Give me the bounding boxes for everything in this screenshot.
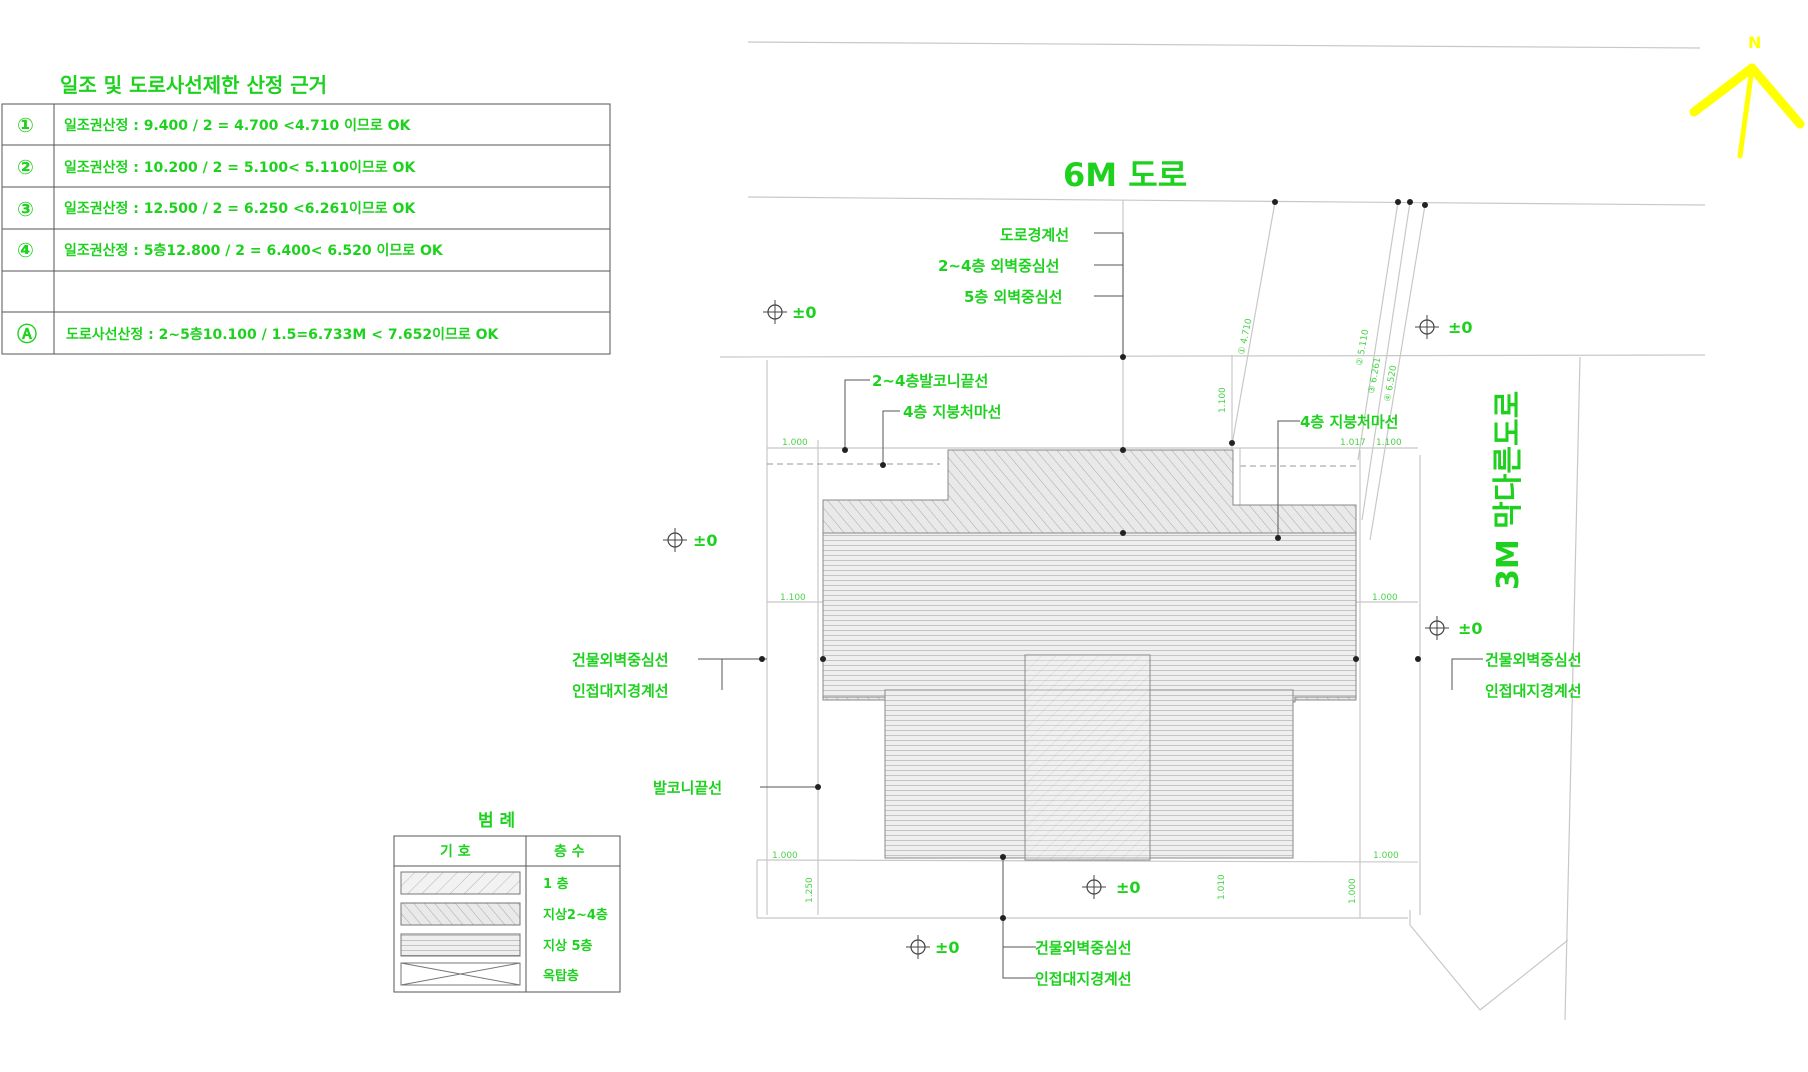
dim-9: 1.000 <box>1348 878 1358 904</box>
legend-swatch-floor-1 <box>400 871 521 895</box>
calc-table: ① 일조권산정 : 9.400 / 2 = 4.700 <4.710 이므로 O… <box>1 103 611 355</box>
level-1-text: ±0 <box>792 303 817 322</box>
dim-11: 1.017 <box>1340 438 1366 448</box>
label-adjacent-left: 인접대지경계선 <box>572 682 669 700</box>
level-marker-5: ±0 <box>1082 875 1141 899</box>
calc-row-3-text: 일조권산정 : 12.500 / 2 = 6.250 <6.261이므로 OK <box>64 200 416 217</box>
building-footprint <box>822 449 1357 861</box>
calc-row-4-text: 일조권산정 : 5층12.800 / 2 = 6.400< 6.520 이므로 … <box>64 242 444 259</box>
rooftop-area <box>1024 654 1151 861</box>
label-adjacent-bottom: 인접대지경계선 <box>1035 970 1132 988</box>
dim-1: 1.000 <box>782 438 808 448</box>
label-roof-4-left: 4층 지붕처마선 <box>903 403 1001 421</box>
label-adjacent-right: 인접대지경계선 <box>1485 682 1582 700</box>
road-east-label: 3M 막다른도로 <box>1491 391 1526 590</box>
legend-col-floor: 층 수 <box>554 844 585 860</box>
level-2-text: ±0 <box>1448 318 1473 337</box>
level-6-text: ±0 <box>935 938 960 957</box>
north-arrow-icon: N <box>1689 33 1805 159</box>
label-road-boundary: 도로경계선 <box>1000 226 1069 244</box>
calc-row-6-text: 도로사선산정 : 2~5층10.100 / 1.5=6.733M < 7.652… <box>66 326 500 343</box>
label-wall-center-right: 건물외벽중심선 <box>1485 651 1582 669</box>
label-wall-5: 5층 외벽중심선 <box>964 288 1062 306</box>
legend-col-symbol: 기 호 <box>440 844 471 860</box>
slope-3: ③ 6.261 <box>1367 357 1383 395</box>
dim-8: 1.010 <box>1217 874 1227 900</box>
label-roof-4-right: 4층 지붕처마선 <box>1300 413 1398 431</box>
road-north-label: 6M 도로 <box>1063 156 1187 194</box>
dim-10: 1.100 <box>1218 387 1228 413</box>
calc-row-4-no: ④ <box>17 238 34 262</box>
legend-row-1: 1 층 <box>543 876 569 892</box>
label-wall-2-4: 2~4층 외벽중심선 <box>938 257 1059 275</box>
dim-7: 1.250 <box>805 877 815 903</box>
dim-2: 1.100 <box>1376 438 1402 448</box>
label-balcony-end: 발코니끝선 <box>653 779 722 797</box>
level-marker-4: ±0 <box>1425 616 1483 640</box>
site-boundary <box>756 200 1426 919</box>
road-lines <box>719 41 1706 1021</box>
slope-4: ④ 6.520 <box>1383 364 1399 402</box>
calc-row-3-no: ③ <box>17 197 34 221</box>
legend-swatch-floor-2-4 <box>400 902 521 926</box>
level-3-text: ±0 <box>693 531 718 550</box>
label-wall-center-bottom: 건물외벽중심선 <box>1035 939 1132 957</box>
legend-row-3: 지상 5층 <box>543 938 592 954</box>
slope-2: ② 5.110 <box>1355 328 1371 366</box>
floor-5-area <box>822 532 1357 703</box>
legend-row-4: 옥탑층 <box>543 968 579 984</box>
label-balcony-2-4: 2~4층발코니끝선 <box>872 372 988 390</box>
level-5-text: ±0 <box>1116 878 1141 897</box>
legend-swatch-floor-5 <box>400 933 521 957</box>
level-4-text: ±0 <box>1458 619 1483 638</box>
dim-3: 1.100 <box>780 593 806 603</box>
level-marker-1: ±0 <box>763 300 817 324</box>
calc-row-1-no: ① <box>17 113 34 137</box>
label-wall-center-left: 건물외벽중심선 <box>572 651 669 669</box>
slope-1: ① 4.710 <box>1237 317 1254 355</box>
calc-row-6-no: Ⓐ <box>17 322 37 346</box>
dim-5: 1.000 <box>772 851 798 861</box>
legend-table: 기 호 층 수 1 층 지상2~4층 지상 5층 옥탑층 <box>393 835 621 993</box>
calc-row-1-text: 일조권산정 : 9.400 / 2 = 4.700 <4.710 이므로 OK <box>64 117 412 134</box>
calc-title: 일조 및 도로사선제한 산정 근거 <box>60 73 327 97</box>
calc-row-2-text: 일조권산정 : 10.200 / 2 = 5.100< 5.110이므로 OK <box>64 159 416 176</box>
level-marker-6: ±0 <box>906 935 960 959</box>
legend-swatch-rooftop <box>400 962 521 986</box>
level-marker-3: ±0 <box>663 528 718 552</box>
level-marker-2: ±0 <box>1415 315 1473 339</box>
dim-6: 1.000 <box>1373 851 1399 861</box>
dim-4: 1.000 <box>1372 593 1398 603</box>
legend-title: 범 례 <box>478 811 515 831</box>
north-arrow-label: N <box>1748 33 1761 52</box>
legend-row-2: 지상2~4층 <box>543 907 608 923</box>
calc-row-2-no: ② <box>17 155 34 179</box>
leader-lines <box>698 199 1483 979</box>
